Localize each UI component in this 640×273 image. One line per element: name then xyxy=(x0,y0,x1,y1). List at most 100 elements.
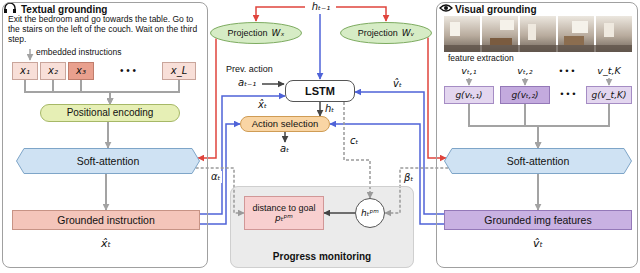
hidden-state-wire xyxy=(336,7,386,21)
distance-box: distance to goalpₜᵖᵐ xyxy=(244,196,324,230)
ellipsis: • • • xyxy=(120,65,136,77)
headphone-band xyxy=(5,3,15,10)
grounding-panel: Visual groundingg(vₜ,₁)g(vₜ,₂)g(v_t,K)So… xyxy=(436,2,638,268)
extract-arrow xyxy=(524,78,526,85)
eye-outline xyxy=(440,5,452,11)
step-label: feature extraction xyxy=(448,54,514,64)
node-text: x₁ xyxy=(20,65,30,77)
headphone-cup xyxy=(13,9,16,13)
node-text: Grounded img features xyxy=(484,214,591,226)
lstm-box: LSTM xyxy=(285,80,355,102)
node-text: Grounded instruction xyxy=(57,214,154,226)
hidden-state-circle: hₜᵖᵐ xyxy=(355,198,385,228)
node-text: Soft-attention xyxy=(77,155,139,167)
panorama-image xyxy=(444,16,632,52)
connector xyxy=(200,124,240,224)
feature-symbol: v_t,K xyxy=(597,66,620,77)
connector xyxy=(110,80,179,104)
floor xyxy=(444,45,632,52)
panel-heading: Progress monitoring xyxy=(273,251,371,263)
node-text: g(vₜ,₁) xyxy=(455,90,482,100)
node-text: Wₓ xyxy=(272,28,285,38)
connector xyxy=(81,80,110,104)
connector xyxy=(324,212,355,214)
attention-module: Soft-attention xyxy=(444,148,632,174)
connector xyxy=(538,104,609,148)
connector-label: hₜ xyxy=(324,103,335,115)
attention-module: Soft-attention xyxy=(16,148,200,174)
headphone-cup xyxy=(4,9,7,13)
embed-arrow xyxy=(29,49,31,60)
node-text: hₜᵖᵐ xyxy=(361,208,379,218)
connector-label: αₜ xyxy=(210,171,222,183)
headphone-icon xyxy=(4,3,16,13)
connector-label: βₜ xyxy=(403,172,414,184)
furniture xyxy=(564,36,584,45)
window xyxy=(572,21,588,33)
action-output-wire xyxy=(284,132,286,142)
projection-ellipse: Projection Wᵥ xyxy=(340,22,432,44)
window xyxy=(604,23,614,37)
connector xyxy=(196,168,244,213)
state-symbol: hₜ₋₁ xyxy=(312,1,331,13)
hidden-state-wire xyxy=(256,7,305,21)
connector xyxy=(105,174,107,210)
ellipse-outline xyxy=(341,23,432,44)
feature-symbol: v̂ₜ xyxy=(533,238,543,251)
image-feature-box: g(vₜ,₁) xyxy=(444,86,494,104)
window xyxy=(500,20,514,30)
node-text: LSTM xyxy=(305,85,335,98)
connector-label: x̂ₜ xyxy=(257,99,268,111)
window xyxy=(528,24,536,40)
encoding-box: Positional encoding xyxy=(40,104,180,122)
grounding-panel: Textual groundingx₁x₂x₃x_LPositional enc… xyxy=(2,2,208,268)
image-feature-box: g(v_t,K) xyxy=(586,86,632,104)
connector xyxy=(53,80,110,104)
connector xyxy=(344,102,370,198)
eye-icon xyxy=(440,5,452,11)
ellipse-outline xyxy=(211,23,302,44)
node-text: x_L xyxy=(171,65,188,77)
step-label: embedded instructions xyxy=(36,48,122,58)
eye-pupil xyxy=(444,6,448,10)
furniture xyxy=(490,38,512,45)
node-text: Projection xyxy=(358,28,398,38)
extract-arrow xyxy=(468,78,470,85)
hexagon-outline xyxy=(17,149,200,174)
connector xyxy=(469,104,538,148)
grounded-feature-box: Grounded instruction xyxy=(12,210,200,230)
monitor-panel-fill xyxy=(230,186,414,268)
connector-label: cₜ xyxy=(349,135,359,147)
connector-label: v̂ₜ xyxy=(392,78,403,90)
feature-symbol: x̂ₜ xyxy=(101,238,111,251)
node-text: Wᵥ xyxy=(402,28,415,38)
node-text: Action selection xyxy=(252,119,319,130)
word-embedding-box: x₁ xyxy=(12,62,38,80)
prev-action-wire xyxy=(262,83,284,85)
connector xyxy=(525,104,538,148)
node-text: g(v_t,K) xyxy=(592,90,627,100)
connector xyxy=(107,122,109,148)
node-text: x₃ xyxy=(76,65,86,77)
action-symbol: aₜ₋₁ xyxy=(238,77,256,89)
hexagon-outline xyxy=(445,149,632,174)
grounded-feature-box: Grounded img features xyxy=(444,210,632,230)
monitor-panel: Progress monitoring distance to goalpₜᵖᵐ h… xyxy=(230,186,414,268)
node-text: Soft-attention xyxy=(507,155,569,167)
action-box: Action selection xyxy=(240,116,330,132)
panel-heading: Visual grounding xyxy=(455,4,536,16)
connector xyxy=(330,124,444,224)
node-text: distance to goal xyxy=(252,203,315,213)
feature-symbol: vₜ,₂ xyxy=(517,66,532,77)
node-text: Positional encoding xyxy=(67,107,154,119)
word-embedding-box: x_L xyxy=(162,62,196,80)
extract-arrow xyxy=(608,78,610,85)
ellipsis: • • • xyxy=(560,89,575,100)
word-embedding-box: x₃ xyxy=(68,62,94,80)
instruction-text: Exit the bedroom and go towards the tabl… xyxy=(8,14,206,45)
node-text: Projection xyxy=(228,28,268,38)
connector xyxy=(385,168,448,213)
connector xyxy=(537,174,539,210)
node-text: pₜᵖᵐ xyxy=(275,213,293,223)
